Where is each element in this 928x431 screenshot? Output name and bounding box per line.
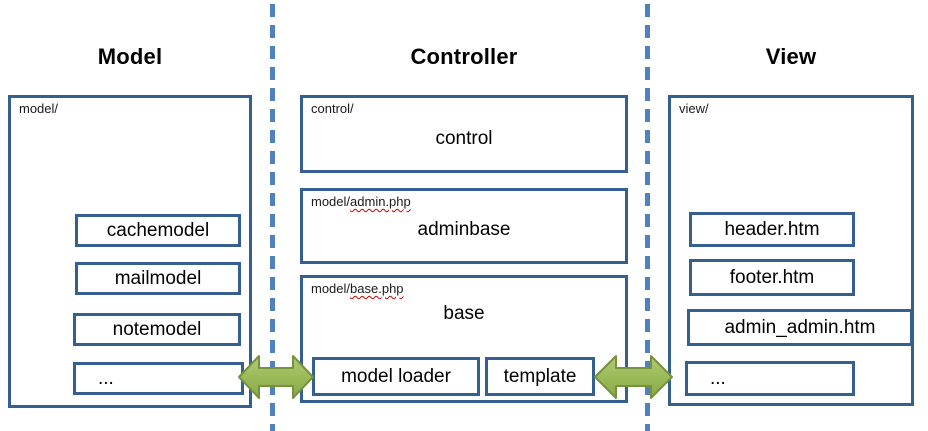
controller-adminbase-box: model/admin.php adminbase xyxy=(300,188,628,264)
model-loader-box: model loader xyxy=(312,357,480,396)
control-class-name: control xyxy=(435,128,493,149)
model-controller-separator xyxy=(270,4,275,431)
base-file-label-prefix: model/ xyxy=(311,281,351,296)
model-folder-box: model/ cachemodel mailmodel notemodel ..… xyxy=(8,95,252,408)
base-file-label: model/base.php xyxy=(311,281,404,296)
view-item-footer: footer.htm xyxy=(689,259,855,296)
model-controller-arrow-icon xyxy=(238,355,314,399)
model-item-notemodel: notemodel xyxy=(73,313,241,346)
controller-control-box: control/ control xyxy=(300,95,628,173)
model-item-cachemodel: cachemodel xyxy=(75,214,241,247)
view-column-title: View xyxy=(765,44,817,69)
view-folder-box: view/ header.htm footer.htm admin_admin.… xyxy=(668,95,914,406)
control-folder-label: control/ xyxy=(311,101,354,116)
view-item-ellipsis: ... xyxy=(685,361,855,396)
controller-column-title: Controller xyxy=(410,44,518,69)
model-item-ellipsis: ... xyxy=(73,362,244,395)
template-box: template xyxy=(485,357,595,396)
base-file-label-file: base.php xyxy=(350,281,404,296)
controller-view-arrow-icon xyxy=(594,355,673,399)
model-item-mailmodel: mailmodel xyxy=(75,262,241,295)
model-folder-label: model/ xyxy=(19,101,59,116)
view-item-header: header.htm xyxy=(689,212,855,247)
base-class-name: base xyxy=(443,303,485,324)
adminbase-class-name: adminbase xyxy=(417,219,511,240)
view-folder-label: view/ xyxy=(679,101,709,116)
adminbase-file-label: model/admin.php xyxy=(311,194,411,209)
model-column-title: Model xyxy=(97,44,163,69)
adminbase-file-label-prefix: model/ xyxy=(311,194,351,209)
controller-base-box: model/base.php base model loader templat… xyxy=(300,275,628,403)
controller-view-separator xyxy=(645,4,650,431)
view-item-admin-admin: admin_admin.htm xyxy=(687,309,913,346)
adminbase-file-label-file: admin.php xyxy=(350,194,411,209)
